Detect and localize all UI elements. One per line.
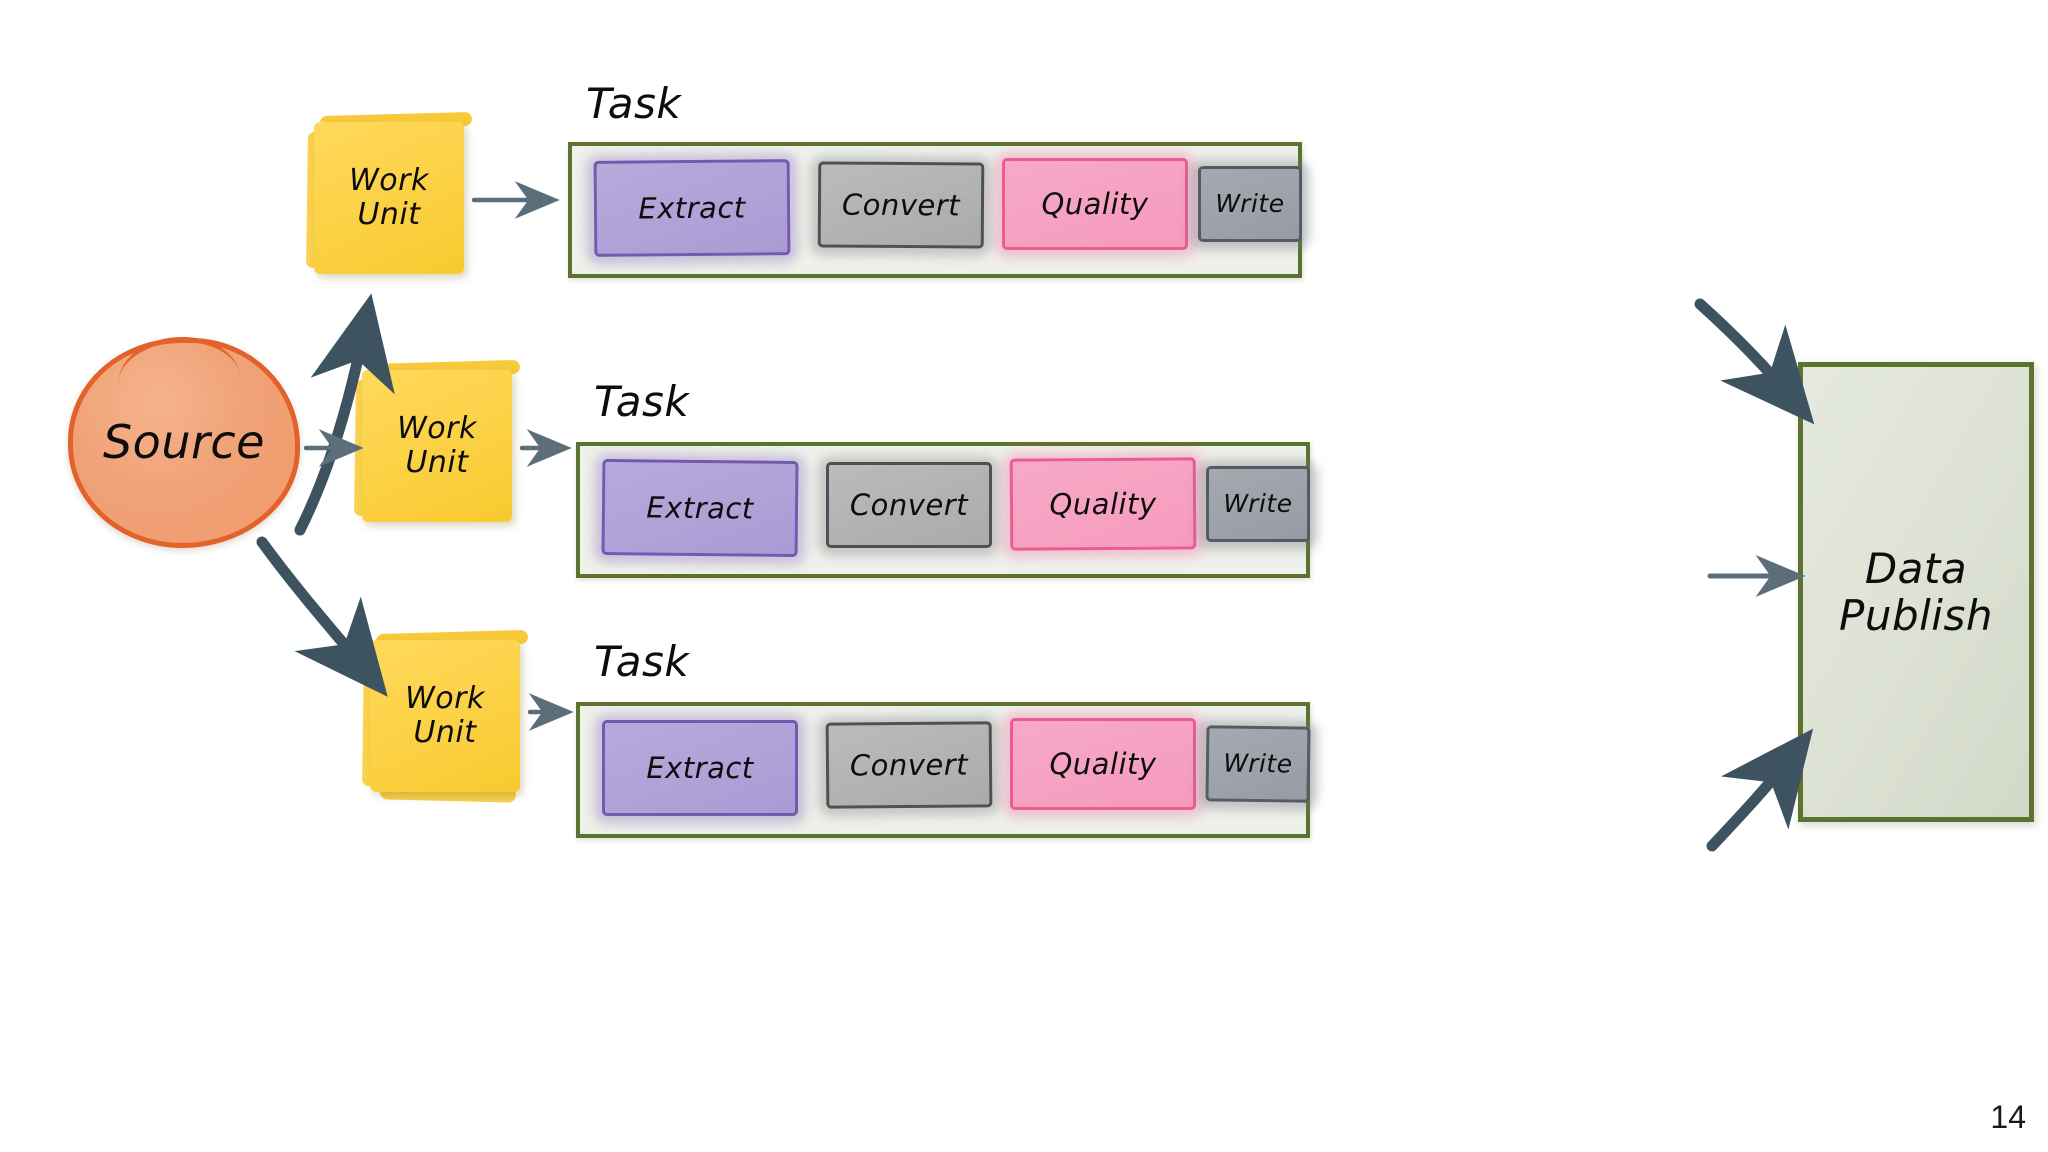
work-unit-label: Work Unit <box>362 370 512 522</box>
sticky-note-paper <box>362 370 512 522</box>
work-unit-label-line1: Work <box>397 411 477 447</box>
work-unit-label-line2: Unit <box>413 715 477 750</box>
arrow-source-to-work-unit-3 <box>256 536 388 697</box>
stage-label: Convert <box>841 187 961 223</box>
stage-sketch-blob <box>594 714 806 824</box>
work-unit-label: Work Unit <box>314 122 464 274</box>
work-unit-label: Work Unit <box>370 640 520 792</box>
arrow-task-1-to-data-publish <box>1694 298 1815 425</box>
data-publish-label-line1: Data <box>1864 543 1968 593</box>
stage-label: Write <box>1215 189 1285 218</box>
stage-sketch-blob <box>818 456 1000 556</box>
stage-label: Quality <box>1041 186 1149 221</box>
stage-extract[interactable]: Extract <box>593 452 807 566</box>
arrow-task-3-to-data-publish <box>1706 728 1814 852</box>
work-unit-label-line2: Unit <box>357 197 421 232</box>
data-publish-label: Data Publish <box>1798 362 2034 822</box>
data-publish-shape <box>1798 362 2034 822</box>
stage-quality[interactable]: Quality <box>1002 712 1204 818</box>
sticky-note-paper <box>314 122 464 274</box>
work-unit-2[interactable]: Work Unit <box>354 359 521 522</box>
work-unit-label-line1: Work <box>349 163 429 199</box>
stage-convert[interactable]: Convert <box>818 456 1000 556</box>
stage-convert[interactable]: Convert <box>809 155 993 257</box>
stage-label: Write <box>1223 489 1293 518</box>
stage-write[interactable]: Write <box>1197 719 1319 811</box>
task-title: Task <box>586 79 682 128</box>
task-title: Task <box>594 637 690 686</box>
work-unit-label-line1: Work <box>405 681 485 717</box>
stage-label: Extract <box>638 190 746 226</box>
data-publish-label-line2: Publish <box>1839 591 1993 640</box>
stage-label: Write <box>1223 748 1293 779</box>
stage-sketch-blob <box>1190 160 1310 250</box>
data-publish-node[interactable]: Data Publish <box>1798 362 2034 822</box>
stage-sketch-blob <box>1002 712 1204 818</box>
task-frame: Extract Convert Quality Write <box>576 442 1318 578</box>
source-node[interactable]: Source <box>68 332 300 548</box>
task-frame: Extract Convert Quality Write <box>568 142 1310 278</box>
page-number: 14 <box>1990 1099 2026 1135</box>
stage-label: Quality <box>1049 486 1157 522</box>
work-unit-1[interactable]: Work Unit <box>306 111 473 274</box>
stage-convert[interactable]: Convert <box>817 715 1001 817</box>
stage-quality[interactable]: Quality <box>994 152 1196 258</box>
stage-label: Extract <box>646 490 754 526</box>
work-unit-label-line2: Unit <box>405 445 469 480</box>
stage-label: Extract <box>646 750 754 785</box>
source-label: Source <box>102 415 265 470</box>
task-frame: Extract Convert Quality Write <box>576 702 1319 838</box>
stage-quality[interactable]: Quality <box>1001 451 1205 559</box>
stage-sketch-blob <box>994 152 1196 258</box>
stage-label: Convert <box>849 487 969 522</box>
stage-label: Quality <box>1049 746 1157 781</box>
stage-write[interactable]: Write <box>1198 460 1318 550</box>
sticky-note-paper <box>370 640 520 792</box>
stage-extract[interactable]: Extract <box>594 714 806 824</box>
task-title: Task <box>594 377 690 426</box>
work-unit-3[interactable]: Work Unit <box>362 629 529 803</box>
stage-extract[interactable]: Extract <box>585 153 799 265</box>
stage-sketch-blob <box>1198 460 1318 550</box>
stage-write[interactable]: Write <box>1190 160 1310 250</box>
stage-label: Convert <box>849 747 969 783</box>
